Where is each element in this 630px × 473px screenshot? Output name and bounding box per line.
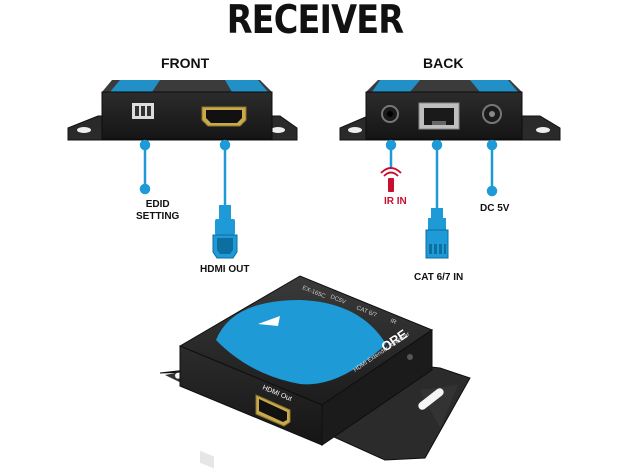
back-heading: BACK	[423, 55, 464, 71]
callout-lines	[139, 139, 498, 208]
dc-5v-label: DC 5V	[480, 203, 510, 214]
receiver-device-3d	[159, 275, 471, 469]
ir-in-label: IR IN	[384, 196, 407, 207]
edid-label-line1: EDID	[145, 199, 170, 210]
device-top-label-2: DC5V	[329, 294, 346, 306]
device-top-label-4: IR	[389, 318, 397, 326]
edid-label-line2: SETTING	[136, 211, 180, 222]
ir-jack	[381, 105, 399, 123]
page-title: RECEIVER	[226, 0, 404, 43]
dc-jack	[482, 104, 502, 124]
edid-dip-switch	[132, 103, 154, 119]
ir-receiver-icon	[380, 167, 402, 192]
hdmi-port	[201, 106, 247, 127]
back-device	[339, 80, 561, 141]
cat-in-label: CAT 6/7 IN	[414, 272, 464, 283]
rj45-port	[418, 102, 460, 130]
ethernet-cable-icon	[425, 208, 449, 259]
front-device	[67, 80, 298, 141]
hdmi-cable-icon	[212, 205, 238, 259]
edid-setting-label: EDID SETTING	[136, 199, 179, 223]
front-heading: FRONT	[161, 55, 210, 71]
hdmi-out-label: HDMI OUT	[200, 264, 250, 275]
